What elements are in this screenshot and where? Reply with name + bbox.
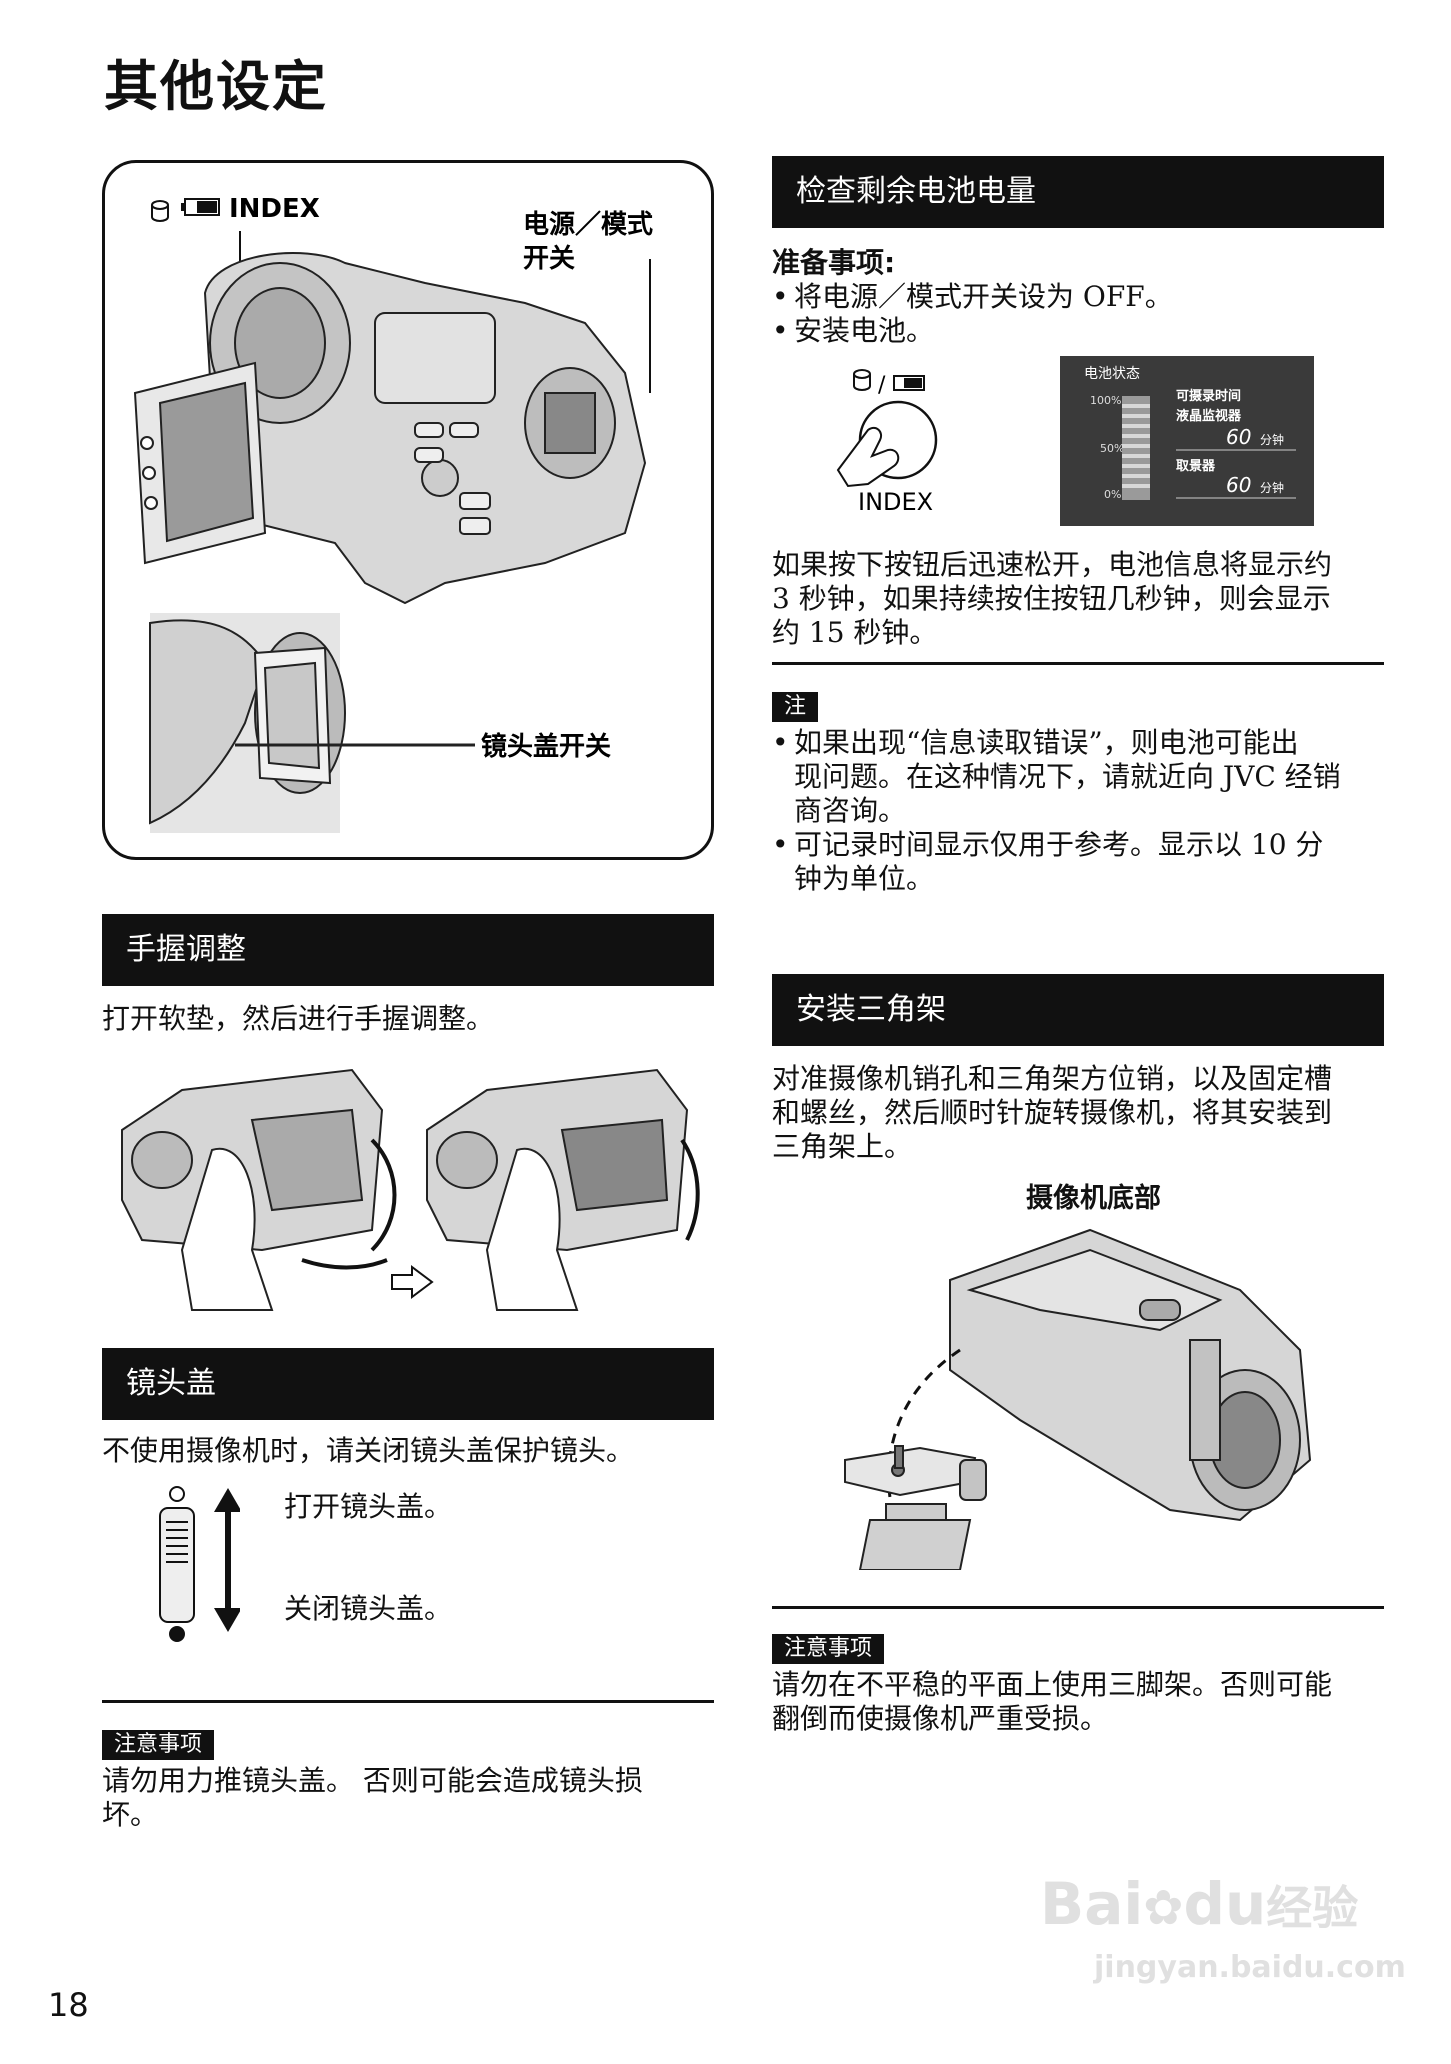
camera-illustration: INDEX 电源／模式 开关	[133, 194, 653, 833]
lens-cover-text: 不使用摄像机时，请关闭镜头盖保护镜头。	[102, 1434, 635, 1467]
lens-switch-label: 镜头盖开关	[481, 731, 611, 762]
grip-text: 打开软垫，然后进行手握调整。	[102, 1002, 495, 1035]
index-button-diagram: / INDEX	[836, 369, 938, 516]
next-step-arrow-icon	[391, 1265, 434, 1299]
svg-text:取景器: 取景器	[1176, 459, 1216, 474]
tripod-caution-tag: 注意事项	[772, 1634, 885, 1664]
note-item: 如果出现“信息读取错误”，则电池可能出 现问题。在这种情况下，请就近向 JVC …	[772, 726, 1384, 828]
svg-text:/: /	[878, 373, 886, 398]
divider	[102, 1700, 714, 1703]
page-number: 18	[48, 1986, 89, 2024]
battery-text: 如果按下按钮后迅速松开，电池信息将显示约 3 秒钟，如果持续按住按钮几秒钟，则会…	[772, 548, 1333, 649]
main-camera-figure: INDEX 电源／模式 开关	[102, 160, 714, 860]
note-list: 如果出现“信息读取错误”，则电池可能出 现问题。在这种情况下，请就近向 JVC …	[772, 726, 1384, 896]
svg-text:60: 60	[1226, 473, 1251, 497]
tripod-head	[844, 1445, 987, 1570]
power-mode-label-1: 电源／模式	[523, 210, 653, 240]
svg-text:分钟: 分钟	[1260, 480, 1284, 495]
camera-bottom-label: 摄像机底部	[1026, 1183, 1161, 1214]
svg-text:100%: 100%	[1090, 394, 1121, 407]
rotate-arrow-icon-2	[301, 1258, 388, 1270]
svg-text:60: 60	[1226, 425, 1251, 449]
index-button-label: INDEX	[858, 488, 933, 516]
battery-status-screen: 电池状态 100% 50% 0% 可摄录时间 液晶监视器 60 分钟 取景器 6…	[1060, 356, 1314, 526]
power-battery-icon	[151, 198, 220, 222]
svg-text:液晶监视器: 液晶监视器	[1176, 408, 1242, 424]
prep-item: 将电源／模式开关设为 OFF。	[772, 280, 1173, 314]
tripod-caution-text: 请勿在不平稳的平面上使用三脚架。否则可能 翻倒而使摄像机严重受损。	[772, 1668, 1333, 1735]
open-icon	[169, 1486, 185, 1502]
grip-illustration	[121, 1068, 700, 1311]
divider	[772, 662, 1384, 665]
lens-caution-text: 请勿用力推镜头盖。 否则可能会造成镜头损 坏。	[102, 1764, 643, 1831]
battery-heading: 检查剩余电池电量	[772, 156, 1384, 228]
prep-item: 安装电池。	[772, 314, 1173, 348]
rotate-arrow-icon-3	[680, 1138, 700, 1241]
screen-title: 电池状态	[1084, 366, 1140, 382]
rotate-arrow-icon	[370, 1138, 397, 1252]
svg-text:可摄录时间: 可摄录时间	[1176, 388, 1241, 404]
page-title: 其他设定	[104, 54, 328, 118]
camcorder-drawing	[133, 252, 647, 605]
grip-heading: 手握调整	[102, 914, 714, 986]
divider	[772, 1606, 1384, 1609]
note-item: 可记录时间显示仅用于参考。显示以 10 分 钟为单位。	[772, 828, 1384, 896]
tripod-illustration	[844, 1228, 1312, 1570]
note-tag: 注	[772, 692, 819, 722]
tripod-text: 对准摄像机销孔和三角架方位销，以及固定槽 和螺丝，然后顺时针旋转摄像机，将其安装…	[772, 1062, 1333, 1163]
watermark-logo: Bai✿du经验	[1040, 1870, 1359, 1938]
power-mode-label-2: 开关	[523, 244, 575, 274]
index-label: INDEX	[229, 194, 320, 224]
lens-cover-switch-diagram	[159, 1486, 240, 1642]
open-cover-label: 打开镜头盖。	[284, 1490, 453, 1523]
close-cover-label: 关闭镜头盖。	[284, 1592, 453, 1625]
prep-list: 将电源／模式开关设为 OFF。 安装电池。	[772, 280, 1173, 348]
svg-text:0%: 0%	[1104, 488, 1121, 501]
battery-level-bars	[1122, 396, 1150, 500]
closed-icon	[169, 1626, 185, 1642]
caution-tag: 注意事项	[102, 1730, 215, 1760]
finger-press-icon	[836, 426, 900, 488]
lens-cover-heading: 镜头盖	[102, 1348, 714, 1420]
paw-icon: ✿	[1143, 1880, 1184, 1936]
tripod-heading: 安装三角架	[772, 974, 1384, 1046]
prep-title: 准备事项:	[772, 246, 896, 279]
svg-text:50%: 50%	[1100, 442, 1124, 455]
svg-text:分钟: 分钟	[1260, 432, 1284, 447]
lens-cover-detail-drawing	[149, 613, 475, 833]
watermark-url: jingyan.baidu.com	[1094, 1950, 1406, 1985]
